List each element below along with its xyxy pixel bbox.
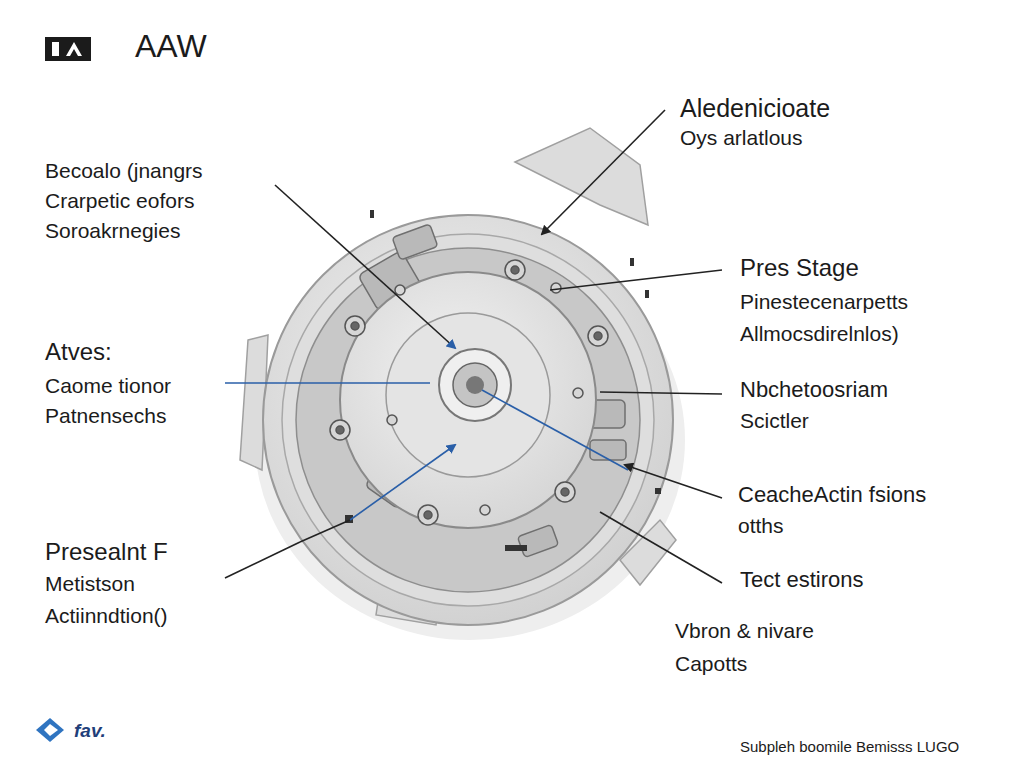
callout-text: Scictler [740, 409, 809, 433]
callout-heading: Tect estirons [740, 567, 864, 592]
callout-text: Patnensechs [45, 404, 166, 428]
callout-heading: Aledenicioate [680, 94, 830, 123]
callout-text: Oys arlatlous [680, 126, 803, 150]
callout-heading: Atves: [45, 338, 112, 366]
callout-heading: Nbchetoosriam [740, 377, 888, 402]
callout-text: Crarpetic eofors [45, 189, 194, 213]
callout-text: otths [738, 514, 784, 538]
center-hub [439, 349, 511, 421]
callout-heading: CeacheActin fsions [738, 482, 926, 507]
housing-rim [282, 234, 654, 606]
logo-icon [45, 37, 91, 61]
logo-text: AAW [135, 28, 207, 65]
leader-lines [225, 110, 722, 583]
main-plate [340, 272, 596, 528]
inner-ring [386, 313, 550, 477]
callout-heading: Presealnt F [45, 538, 168, 566]
callout-text: Caome tionor [45, 374, 171, 398]
bolts [330, 260, 608, 525]
callout-text: Allmocsdirelnlos) [740, 322, 899, 346]
footer-note: Subpleh boomile Bemisss LUGO [740, 738, 959, 755]
callout-text: Pinestecenarpetts [740, 290, 908, 314]
brand-text: fav. [74, 720, 106, 742]
outer-housing [263, 215, 673, 625]
brand-icon [36, 718, 64, 742]
callout-text: Actiinndtion() [45, 604, 168, 628]
callout-text: Metistson [45, 572, 135, 596]
callout-text: Soroakrnegies [45, 219, 180, 243]
callout-text: Capotts [675, 652, 747, 676]
mounting-tabs [240, 128, 676, 625]
callout-text: Becoalo (jnangrs [45, 159, 203, 183]
callout-text: Vbron & nivare [675, 619, 814, 643]
inner-recess [296, 248, 640, 592]
callout-heading: Pres Stage [740, 254, 859, 282]
rim-marks [345, 210, 661, 551]
